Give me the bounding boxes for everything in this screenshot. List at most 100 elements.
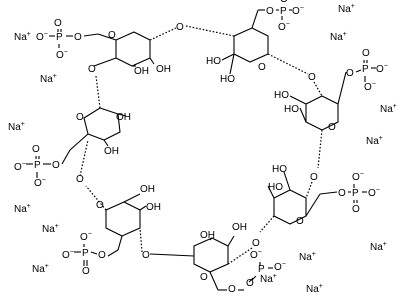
bond: [227, 235, 235, 247]
ester-oxygen-label: O: [346, 68, 354, 79]
phosphate-oxygen-label: O−: [56, 49, 68, 61]
sodium-ion-label: Na+: [299, 251, 316, 263]
ester-oxygen-label: O: [228, 284, 236, 295]
glucose-ring: [83, 107, 121, 141]
phosphate-oxygen-label: O−: [352, 171, 364, 183]
hydroxyl-label: OH: [104, 146, 119, 157]
sodium-ion-label: Na+: [8, 121, 25, 133]
ring-oxygen-label: O: [96, 200, 104, 211]
bond: [117, 113, 127, 117]
phosphate-oxygen-label: O−: [376, 63, 388, 75]
glycosidic-oxygen-label: O: [88, 64, 96, 75]
phosphate-oxygen-label: O−: [364, 81, 376, 93]
phosphate-oxygen-label: O−: [80, 231, 92, 243]
bond: [305, 193, 321, 217]
phosphate-oxygen-label: O−: [14, 161, 26, 173]
sodium-ion-label: Na+: [14, 203, 31, 215]
bond: [299, 107, 307, 123]
bond-layer: [26, 9, 376, 291]
glycosidic-oxygen-label: O: [176, 22, 184, 33]
hydroxyl-label: OH: [146, 202, 161, 213]
phosphorus-label: P: [280, 6, 287, 17]
glycosidic-bond: [267, 53, 309, 75]
phosphate-oxygen-label: O: [280, 0, 288, 5]
bond: [117, 235, 123, 251]
phosphate-oxygen-label: O−: [62, 249, 74, 261]
glycosidic-bond: [185, 25, 235, 37]
glucose-ring: [233, 27, 269, 63]
phosphorus-label: P: [56, 32, 63, 43]
bond: [319, 191, 338, 195]
ester-oxygen-label: O: [266, 6, 274, 17]
glycosidic-bond: [95, 75, 101, 109]
bond: [251, 275, 257, 281]
phosphate-oxygen-label: O−: [250, 249, 262, 261]
glycosidic-bond: [139, 227, 143, 253]
hydroxyl-label: OH: [200, 230, 215, 241]
glycosidic-bond: [149, 27, 177, 41]
phosphate-oxygen-label: O: [362, 48, 370, 59]
hydroxyl-label: OH: [116, 112, 131, 123]
glycosidic-oxygen-label: O: [142, 250, 150, 261]
hydroxyl-label: HO: [284, 104, 299, 115]
phosphorus-label: P: [258, 264, 265, 275]
bond: [61, 149, 71, 165]
sodium-ion-label: Na+: [32, 263, 49, 275]
glycosidic-bond: [79, 139, 89, 177]
phosphate-oxygen-label: O: [82, 266, 90, 277]
bond: [267, 185, 275, 199]
bond: [149, 57, 155, 65]
sodium-ion-label: Na+: [380, 103, 397, 115]
glycosidic-oxygen-label: O: [308, 72, 316, 83]
ring-oxygen-label: O: [296, 216, 304, 227]
bond: [251, 9, 259, 29]
glycosidic-bond: [317, 129, 323, 169]
bond: [103, 139, 109, 147]
phosphate-oxygen-label: O: [54, 18, 62, 29]
phosphate-oxygen-label: O−: [274, 261, 286, 273]
bond: [69, 133, 89, 151]
bond: [90, 251, 98, 255]
glycosidic-oxygen-label: O: [252, 238, 260, 249]
bond: [123, 193, 141, 203]
bond: [221, 53, 235, 61]
phosphorus-label: P: [34, 160, 41, 171]
ester-oxygen-label: O: [74, 32, 82, 43]
sodium-ion-label: Na+: [306, 283, 323, 295]
hydroxyl-label: OH: [134, 66, 149, 77]
bond: [355, 69, 362, 73]
bond: [229, 53, 235, 75]
phosphate-oxygen-label: O−: [368, 187, 380, 199]
bond: [283, 171, 291, 191]
sodium-ion-label: Na+: [338, 3, 355, 15]
sodium-ion-label: Na+: [366, 135, 383, 147]
sodium-ion-label: Na+: [260, 273, 277, 285]
ester-oxygen-label: O: [338, 188, 346, 199]
bond: [97, 33, 117, 41]
bond: [83, 33, 99, 37]
bond: [139, 205, 147, 211]
ring-oxygen-label: O: [76, 112, 84, 123]
hydroxyl-label: HO: [268, 182, 283, 193]
glycosidic-oxygen-label: O: [76, 174, 84, 185]
bond: [107, 249, 119, 257]
ring-oxygen-label: O: [328, 122, 336, 133]
bond: [248, 277, 254, 283]
hydroxyl-label: HO: [274, 90, 289, 101]
bond: [209, 271, 219, 291]
phosphate-oxygen-label: O: [352, 204, 360, 215]
sodium-ion-label: Na+: [42, 223, 59, 235]
bond: [209, 237, 213, 241]
glucose-ring: [115, 31, 151, 67]
hydroxyl-label: OH: [232, 222, 247, 233]
hydroxyl-label: OH: [140, 184, 155, 195]
glycosidic-bond: [93, 57, 117, 67]
ring-oxygen-label: O: [108, 30, 116, 41]
sodium-ion-label: Na+: [370, 241, 387, 253]
hydroxyl-label: HO: [206, 56, 221, 67]
phosphate-oxygen-label: O−: [292, 5, 304, 17]
phosphate-oxygen-label: O: [32, 144, 40, 155]
label-layer: Na+Na+Na+Na+Na+Na+Na+Na+Na+Na+Na+Na+Na+N…: [8, 0, 397, 295]
ester-oxygen-label: O: [98, 250, 106, 261]
